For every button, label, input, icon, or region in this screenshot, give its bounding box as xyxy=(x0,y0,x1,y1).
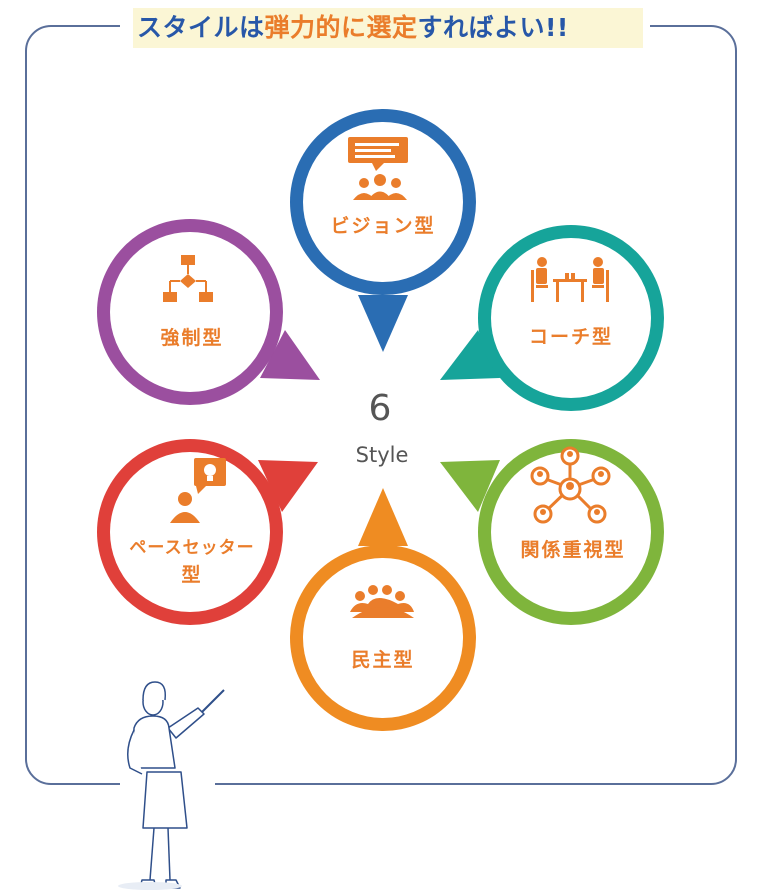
vision-pointer xyxy=(358,295,408,352)
network-heads xyxy=(537,451,604,515)
affiliative-label: 関係重視型 xyxy=(520,538,625,561)
node-coercive: 強制型 xyxy=(97,219,320,405)
coach-pointer xyxy=(440,330,500,380)
node-pacesetting: ペースセッター 型 xyxy=(97,439,318,625)
democratic-pointer xyxy=(358,488,408,546)
page-title: スタイルは弾力的に選定すればよい!! xyxy=(137,10,637,46)
pacesetting-pointer xyxy=(258,460,318,512)
title-part3: すればよい!! xyxy=(417,13,569,42)
center-number: 6 xyxy=(369,388,392,429)
title-part2: 弾力的に選定 xyxy=(264,13,418,42)
person-idea-icon xyxy=(170,458,226,523)
coercive-inner xyxy=(110,232,270,392)
pacesetting-label-line1: ペースセッター xyxy=(129,538,254,558)
title-highlight xyxy=(133,8,643,48)
center-style-word: Style xyxy=(356,443,409,467)
democratic-inner xyxy=(303,558,463,718)
node-affiliative: 関係重視型 xyxy=(440,439,664,625)
affiliative-inner xyxy=(491,452,651,612)
group-meeting-icon xyxy=(350,585,414,618)
pacesetting-label-line2: 型 xyxy=(181,563,202,586)
vision-inner xyxy=(303,122,463,282)
title-part1: スタイルは xyxy=(137,13,265,42)
node-democratic: 民主型 xyxy=(290,488,476,731)
vision-label: ビジョン型 xyxy=(330,214,435,237)
coach-label: コーチ型 xyxy=(529,325,613,348)
affiliative-pointer xyxy=(440,460,500,512)
presenter-shadow xyxy=(118,882,182,890)
node-vision: ビジョン型 xyxy=(290,109,476,352)
coercive-pointer xyxy=(260,330,320,380)
democratic-label: 民主型 xyxy=(351,648,414,671)
coaching-desk-icon xyxy=(531,257,609,302)
presenter-illustration xyxy=(127,681,225,889)
coach-inner xyxy=(491,238,651,398)
pacesetting-inner xyxy=(110,452,270,612)
presentation-audience-icon xyxy=(348,137,408,200)
node-coach: コーチ型 xyxy=(440,225,664,411)
coercive-label: 強制型 xyxy=(160,326,223,349)
flowchart-icon xyxy=(163,255,213,302)
